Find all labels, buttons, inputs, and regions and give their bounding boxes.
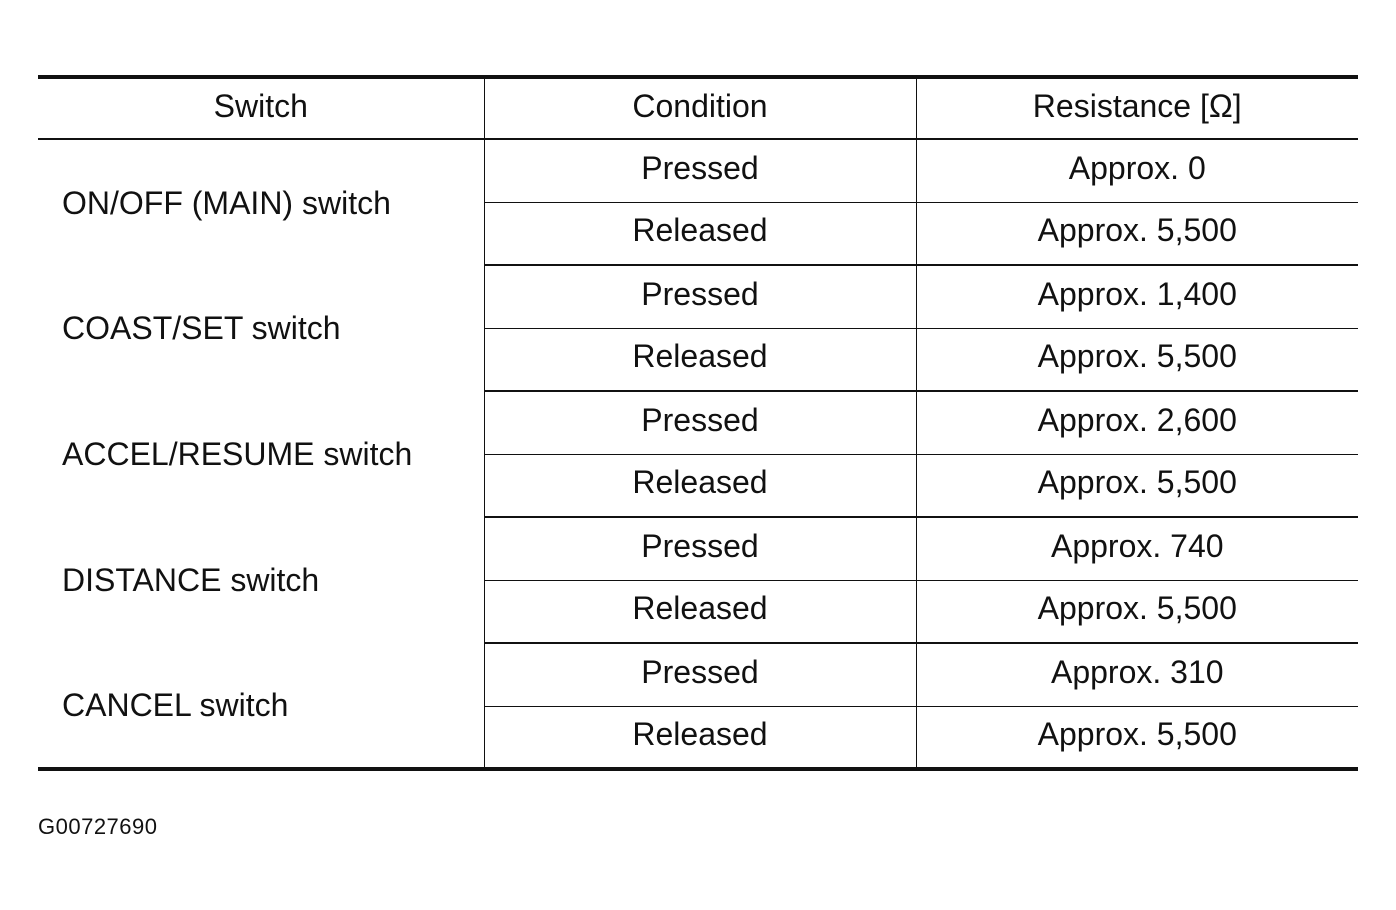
table-row: Released Approx. 5,500 — [38, 328, 1358, 392]
resistance-cell: Approx. 5,500 — [915, 454, 1358, 518]
resistance-cell: Approx. 2,600 — [915, 391, 1358, 455]
condition-cell: Released — [484, 454, 916, 518]
table-row: ACCEL/RESUME switch Pressed Approx. 2,60… — [38, 391, 1358, 517]
resistance-cell: Approx. 0 — [915, 139, 1358, 203]
switch-name-cell: ACCEL/RESUME switch — [38, 391, 485, 517]
resistance-cell: Approx. 740 — [915, 517, 1358, 581]
condition-cell: Pressed — [484, 643, 916, 707]
table-row: Released Approx. 5,500 — [38, 580, 1358, 644]
switch-name-cell: CANCEL switch — [38, 643, 485, 769]
condition-cell: Pressed — [484, 517, 916, 581]
header-resistance: Resistance [Ω] — [915, 77, 1358, 140]
switch-name-cell: ON/OFF (MAIN) switch — [38, 139, 485, 265]
table-row: DISTANCE switch Pressed Approx. 740 — [38, 517, 1358, 643]
condition-cell: Released — [632, 715, 768, 752]
table-row: Released Approx. 5,500 — [38, 454, 1358, 518]
header-row: Switch Condition Resistance [Ω] — [38, 77, 1358, 140]
resistance-cell: Approx. 5,500 — [915, 202, 1358, 266]
table-row: COAST/SET switch Pressed Approx. 1,400 — [38, 265, 1358, 391]
switch-name-cell: COAST/SET switch — [38, 265, 485, 391]
condition-cell: Pressed — [484, 265, 916, 329]
resistance-cell: Approx. 5,500 — [915, 328, 1358, 392]
switch-name-cell: DISTANCE switch — [38, 517, 485, 643]
resistance-cell: Approx. 5,500 — [915, 706, 1358, 769]
condition-cell: Pressed — [484, 391, 916, 455]
condition-cell: Released — [484, 202, 916, 266]
condition-cell: Released — [484, 580, 916, 644]
condition-cell: Pressed — [484, 139, 916, 203]
figure-id-label: G00727690 — [38, 814, 158, 839]
header-condition: Condition — [483, 77, 916, 140]
resistance-cell: Approx. 1,400 — [915, 265, 1358, 329]
table-row: CANCEL switch Pressed Approx. 310 — [38, 643, 1358, 769]
table-row: ON/OFF (MAIN) switch Pressed Approx. 0 — [38, 139, 1358, 265]
switch-resistance-table: Switch Condition Resistance [Ω] ON/OFF (… — [38, 75, 1358, 771]
resistance-cell: Approx. 5,500 — [915, 580, 1358, 644]
table-header: Switch Condition Resistance [Ω] — [38, 77, 1358, 140]
condition-cell: Released — [484, 328, 916, 392]
table-row: Released Approx. 5,500 — [38, 706, 1358, 769]
table-body: ON/OFF (MAIN) switch Pressed Approx. 0 R… — [38, 139, 1358, 769]
table-row: Released Approx. 5,500 — [38, 202, 1358, 266]
header-switch: Switch — [38, 77, 484, 140]
resistance-cell: Approx. 310 — [915, 643, 1358, 707]
